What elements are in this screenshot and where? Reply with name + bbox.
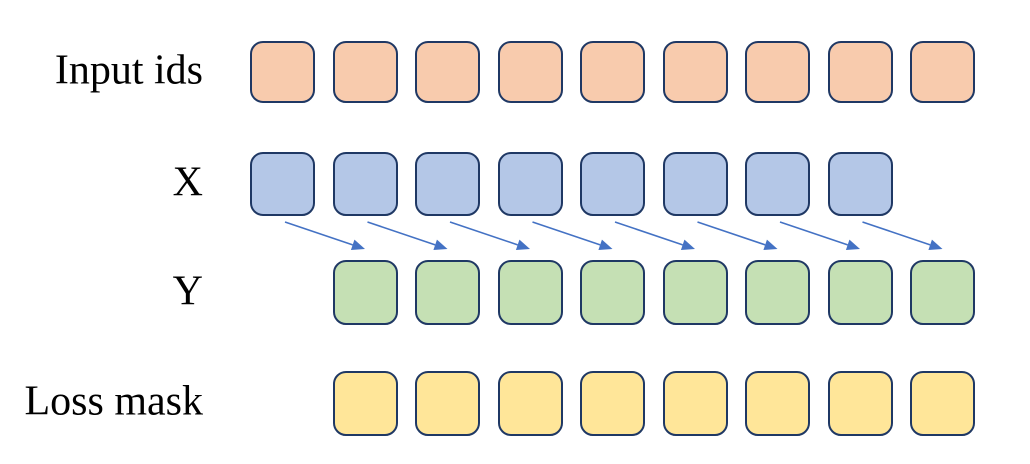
y-token-square [745,260,810,325]
shift-arrow-head [845,239,860,251]
y-token-square [827,260,893,325]
shift-arrow-line [284,221,353,246]
y-token-square [580,260,645,325]
row-label-x: X [172,159,203,206]
shift-arrow-head [763,239,778,251]
input-ids-token-square [332,41,398,103]
loss-mask-token-square [827,371,893,436]
x-token-square [745,152,810,216]
shift-arrow-head [928,239,943,251]
x-token-square [662,152,728,216]
y-token-square [332,260,398,325]
loss-mask-token-square [415,371,480,436]
y-token-square [910,260,975,325]
loss-mask-token-square [497,371,563,436]
shift-arrow-head [515,239,530,251]
input-ids-token-square [662,41,728,103]
x-token-square [332,152,398,216]
shift-arrow-line [367,221,436,246]
input-ids-token-square [745,41,810,103]
loss-mask-token-square [332,371,398,436]
row-label-input-ids: Input ids [54,47,203,94]
shift-arrow-line [862,221,931,246]
loss-mask-token-square [662,371,728,436]
loss-mask-token-square [745,371,810,436]
shift-arrow-line [532,221,601,246]
input-ids-token-square [580,41,645,103]
y-token-square [662,260,728,325]
row-label-loss-mask: Loss mask [24,378,204,425]
shift-arrow-line [614,221,683,246]
x-token-square [497,152,563,216]
row-label-y: Y [172,268,203,315]
loss-mask-token-square [580,371,645,436]
x-token-square [250,152,315,216]
shift-arrow-line [697,221,766,246]
input-ids-token-square [910,41,975,103]
y-token-square [415,260,480,325]
shift-arrow-head [598,239,613,251]
loss-mask-token-square [910,371,975,436]
shift-arrow-head [350,239,365,251]
input-ids-token-square [497,41,563,103]
shift-arrow-head [433,239,448,251]
x-token-square [415,152,480,216]
shift-arrow-line [449,221,518,246]
shift-arrow-line [779,221,848,246]
x-token-square [827,152,893,216]
input-ids-token-square [250,41,315,103]
input-ids-token-square [827,41,893,103]
x-token-square [580,152,645,216]
y-token-square [497,260,563,325]
shift-arrow-head [680,239,695,251]
input-ids-token-square [415,41,480,103]
